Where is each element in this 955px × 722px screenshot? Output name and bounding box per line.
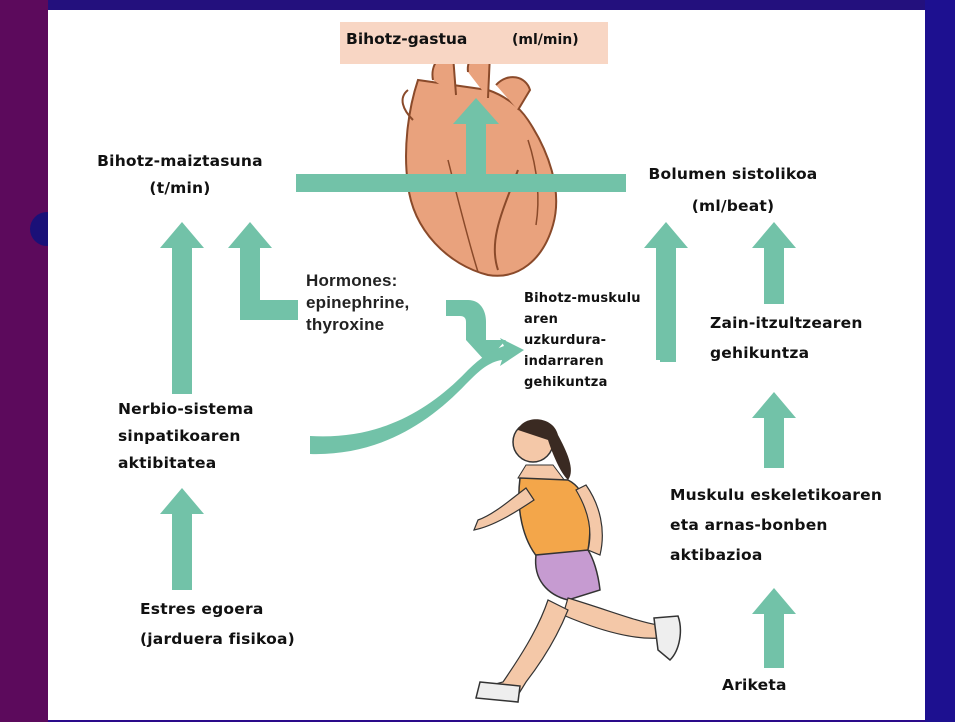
left-border-band <box>0 0 48 722</box>
sympathetic-label: Nerbio-sistema sinpatikoaren aktibitatea <box>118 396 254 477</box>
stress-label: Estres egoera (jarduera fisikoa) <box>140 594 295 654</box>
cardiac-output-label: Bihotz-gastua <box>346 30 467 48</box>
contractility-label: Bihotz-muskulu aren uzkurdura- indarrare… <box>524 288 641 393</box>
slide-canvas: Bihotz-gastua (ml/min) Bihotz-maiztasuna… <box>48 10 925 720</box>
stress-up-stem <box>172 512 192 590</box>
hormones-label: Hormones: epinephrine, thyroxine <box>306 270 409 336</box>
cardiac-output-box: Bihotz-gastua (ml/min) <box>340 22 608 64</box>
muscle-pump-label: Muskulu eskeletikoaren eta arnas-bonben … <box>670 480 882 570</box>
right-border-band <box>925 0 955 722</box>
combining-bar <box>296 174 626 192</box>
sympathetic-up-stem <box>172 246 192 394</box>
stroke-volume-label: Bolumen sistolikoa (ml/beat) <box>620 158 846 222</box>
exercise-label: Ariketa <box>722 672 787 699</box>
cardiac-output-unit: (ml/min) <box>512 32 579 48</box>
runner-illustration <box>474 419 680 702</box>
heart-rate-label: Bihotz-maiztasuna (t/min) <box>70 148 290 202</box>
cardiac-output-arrow-stem <box>466 122 486 174</box>
venous-return-label: Zain-itzultzearen gehikuntza <box>710 308 863 368</box>
top-border <box>0 0 955 10</box>
